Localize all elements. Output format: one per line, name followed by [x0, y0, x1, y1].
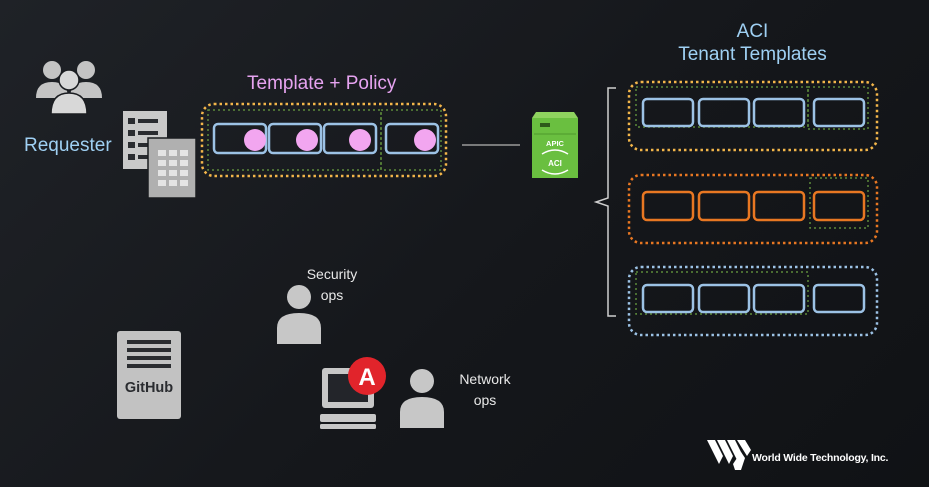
policy-dot [244, 129, 266, 151]
apic-controller-icon: APIC ACI [532, 112, 578, 178]
tenant-block [812, 190, 866, 222]
tenant-block [697, 97, 751, 128]
svg-text:GitHub: GitHub [125, 380, 173, 396]
ansible-icon: A [348, 357, 386, 395]
apic-inner-label: ACI [548, 159, 562, 168]
template-outline [200, 102, 448, 178]
wwt-company-name: World Wide Technology, Inc. [752, 452, 889, 464]
tenant-template-blue [627, 265, 879, 337]
template-block [322, 122, 378, 155]
apic-label: APIC [546, 139, 565, 148]
aci-title-line1: ACI [736, 21, 769, 42]
documents-icon [123, 111, 197, 199]
network-person-icon [400, 369, 444, 428]
tenant-block [697, 190, 751, 222]
tenant-block [697, 283, 751, 314]
tenant-template-orange [627, 173, 879, 245]
policy-dot [414, 129, 436, 151]
aci-title: ACI Tenant Templates [660, 20, 845, 66]
requester-label: Requester [24, 135, 112, 156]
template-block [212, 122, 268, 155]
template-title: Template + Policy [247, 73, 397, 94]
policy-dashed-box [380, 109, 442, 171]
policy-dot [296, 129, 318, 151]
bracket [593, 87, 616, 317]
template-block [267, 122, 323, 155]
tenant-block [752, 190, 806, 222]
network-ops-line1: Network [459, 371, 511, 387]
policy-dashed-box [207, 109, 382, 171]
template-block [384, 122, 440, 155]
security-ops-line2: ops [320, 287, 344, 303]
tenant-block [752, 283, 806, 314]
template-policy-group [200, 102, 448, 178]
tenant-block [752, 97, 806, 128]
svg-text:A: A [358, 364, 375, 391]
policy-dot [349, 129, 371, 151]
tenant-block [641, 190, 695, 222]
tenant-block [812, 97, 866, 128]
people-group-icon [36, 61, 102, 115]
connector-line [462, 144, 520, 146]
wwt-logo [707, 440, 751, 470]
github-icon: GitHub [117, 331, 181, 419]
security-ops-label: Security ops [296, 264, 368, 306]
tenant-template-yellow [627, 80, 879, 152]
tenant-block [812, 283, 866, 314]
tenant-block [641, 283, 695, 314]
network-ops-label: Network ops [445, 369, 525, 411]
network-ops-line2: ops [473, 392, 497, 408]
tenant-block [641, 97, 695, 128]
aci-title-line2: Tenant Templates [678, 44, 827, 65]
security-ops-line1: Security [306, 266, 358, 282]
security-person-icon [277, 285, 321, 344]
